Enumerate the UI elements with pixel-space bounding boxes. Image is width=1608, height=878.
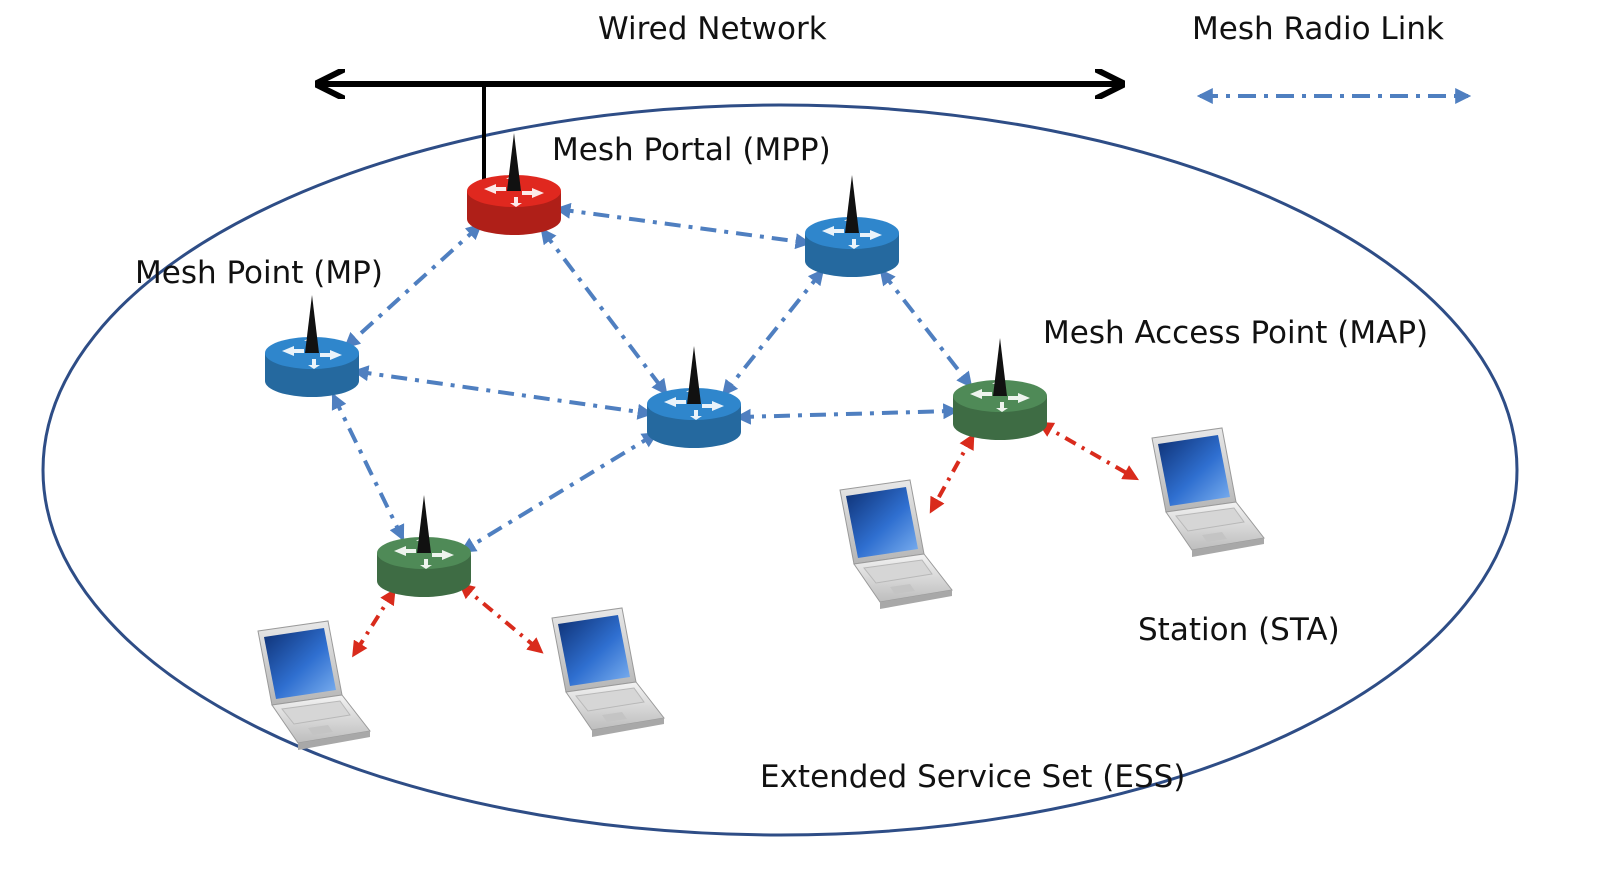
wired-network-line — [318, 84, 1122, 180]
station-link-map-right-sta-1 — [929, 433, 975, 514]
station-laptop-sta-4 — [551, 607, 665, 737]
mesh-link-mpp-mp-top-right — [554, 202, 812, 250]
station-label: Station (STA) — [1138, 612, 1340, 648]
mesh-link-mp-center-map-right — [734, 403, 960, 425]
links-layer — [331, 202, 1139, 658]
mesh-portal-label: Mesh Portal (MPP) — [552, 132, 831, 168]
ess-label: Extended Service Set (ESS) — [760, 759, 1186, 795]
mesh-link-mp-top-right-mp-center — [721, 268, 825, 397]
station-link-map-right-sta-2 — [1037, 421, 1139, 481]
station-link-map-left-sta-4 — [458, 582, 544, 654]
ess-boundary — [41, 103, 1519, 837]
mesh-point-label: Mesh Point (MP) — [135, 255, 383, 291]
mesh-radio-link-label: Mesh Radio Link — [1192, 11, 1444, 47]
mesh-link-mp-left-map-left — [331, 392, 405, 542]
mesh-link-mp-left-mp-center — [352, 365, 654, 420]
mesh-point-router-mp-center — [647, 346, 741, 448]
station-laptop-sta-1 — [839, 479, 953, 609]
mesh-access-point-router-map-right — [953, 338, 1047, 440]
station-laptop-sta-3 — [257, 620, 371, 750]
nodes-layer — [257, 133, 1265, 750]
mesh-access-point-router-map-left — [377, 495, 471, 597]
mesh-access-point-label: Mesh Access Point (MAP) — [1043, 315, 1429, 351]
mesh-link-mpp-mp-left — [343, 223, 483, 349]
wired-network-label: Wired Network — [598, 11, 827, 47]
station-laptop-sta-2 — [1151, 427, 1265, 557]
mesh-link-mp-center-map-left — [459, 432, 659, 553]
mesh-point-router-mp-top-right — [805, 175, 899, 277]
mesh-link-mp-top-right-map-right — [879, 268, 973, 389]
mesh-link-mpp-mp-center — [540, 227, 668, 396]
mesh-point-router-mp-left — [265, 295, 359, 397]
mesh-portal-router-mpp — [467, 133, 561, 235]
station-link-map-left-sta-3 — [352, 588, 396, 658]
